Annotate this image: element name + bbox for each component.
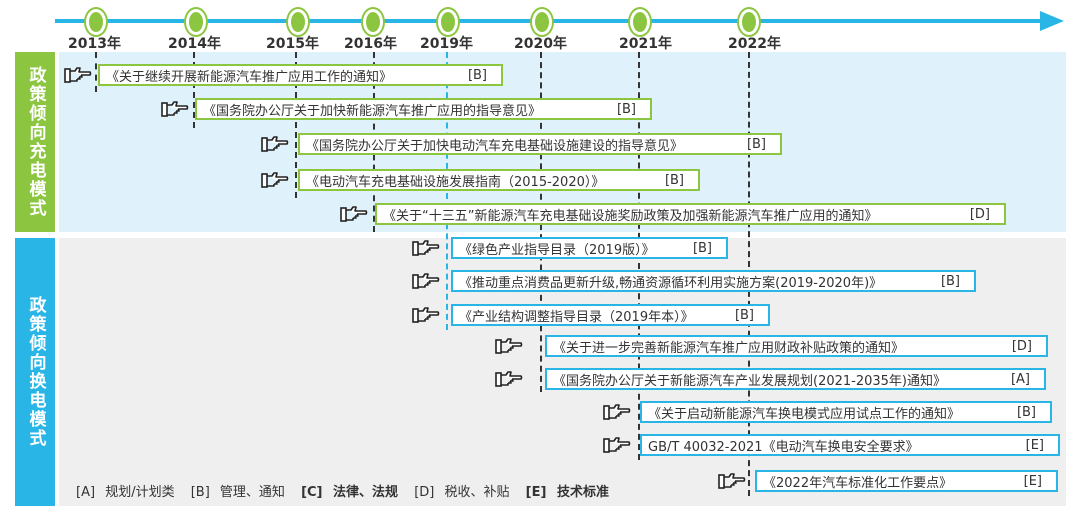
policy-item: 《关于启动新能源汽车换电模式应用试点工作的通知》 [B] (640, 401, 1052, 423)
legend-item-b: [B] 管理、通知 (190, 485, 285, 500)
circle-marker-icon (739, 9, 759, 35)
policy-item: 《国务院办公厅关于加快新能源汽车推广应用的指导意见》 [B] (195, 98, 652, 120)
circle-marker-icon (363, 9, 383, 35)
year-label: 2020年 (514, 36, 567, 52)
policy-item: 《电动汽车充电基础设施发展指南（2015-2020）》 [B] (298, 169, 700, 191)
policy-category-tag: [A] (1010, 371, 1030, 387)
policy-category-tag: [B] (940, 273, 960, 289)
policy-title: 《电动汽车充电基础设施发展指南（2015-2020）》 (306, 174, 605, 190)
policy-title: GB/T 40032-2021《电动汽车换电安全要求》 (648, 439, 919, 455)
pointing-hand-icon (603, 403, 631, 421)
pointing-hand-icon (412, 239, 440, 257)
pointing-hand-icon (412, 272, 440, 290)
pointing-hand-icon (495, 370, 523, 388)
policy-item: 《国务院办公厅关于加快电动汽车充电基础设施建设的指导意见》 [B] (298, 133, 782, 155)
policy-item: 《绿色产业指导目录（2019版）》 [B] (451, 237, 728, 259)
circle-marker-icon (532, 9, 552, 35)
timeline-arrow-icon (1040, 11, 1064, 31)
swapping-side-label: 政策倾向换电模式 (15, 238, 55, 506)
pointing-hand-icon (718, 472, 746, 490)
legend-item-d: [D] 税收、补贴 (414, 485, 510, 500)
policy-item: GB/T 40032-2021《电动汽车换电安全要求》 [E] (640, 434, 1060, 456)
year-guide-line (446, 52, 448, 330)
pointing-hand-icon (603, 436, 631, 454)
circle-marker-icon (288, 9, 308, 35)
year-guide-line (95, 52, 97, 92)
policy-item: 《关于“十三五”新能源汽车充电基础设施奖励政策及加强新能源汽车推广应用的通知》 [… (375, 203, 1006, 225)
policy-item: 《推动重点消费品更新升级,畅通资源循环利用实施方案(2019-2020年)》 [B… (451, 270, 976, 292)
legend-item-c: [C] 法律、法规 (301, 485, 399, 500)
circle-marker-icon (438, 9, 458, 35)
policy-item: 《关于进一步完善新能源汽车推广应用财政补贴政策的通知》 [D] (545, 335, 1048, 357)
pointing-hand-icon (261, 171, 289, 189)
policy-title: 《国务院办公厅关于新能源汽车产业发展规划(2021-2035年)通知》 (553, 373, 947, 389)
year-label: 2015年 (266, 36, 319, 52)
policy-category-tag: [B] (692, 240, 712, 256)
pointing-hand-icon (340, 205, 368, 223)
policy-item: 《国务院办公厅关于新能源汽车产业发展规划(2021-2035年)通知》 [A] (545, 368, 1046, 390)
policy-title: 《关于继续开展新能源汽车推广应用工作的通知》 (106, 69, 393, 85)
pointing-hand-icon (161, 100, 189, 118)
pointing-hand-icon (412, 306, 440, 324)
policy-item: 《产业结构调整指导目录（2019年本）》 [B] (451, 304, 770, 326)
year-label: 2013年 (68, 36, 121, 52)
circle-marker-icon (186, 9, 206, 35)
policy-title: 《关于“十三五”新能源汽车充电基础设施奖励政策及加强新能源汽车推广应用的通知》 (383, 208, 878, 224)
year-label: 2014年 (168, 36, 221, 52)
policy-category-tag: [B] (1016, 404, 1036, 420)
policy-title: 《关于启动新能源汽车换电模式应用试点工作的通知》 (648, 406, 961, 422)
policy-title: 《推动重点消费品更新升级,畅通资源循环利用实施方案(2019-2020年)》 (459, 275, 883, 291)
policy-category-tag: [D] (969, 206, 990, 222)
policy-category-tag: [B] (616, 101, 636, 117)
policy-category-tag: [B] (664, 172, 684, 188)
policy-category-tag: [E] (1025, 437, 1044, 453)
year-label: 2022年 (728, 36, 781, 52)
legend-item-a: [A] 规划/计划类 (76, 485, 175, 500)
pointing-hand-icon (495, 337, 523, 355)
policy-title: 《绿色产业指导目录（2019版）》 (459, 242, 655, 258)
policy-category-tag: [D] (1011, 338, 1032, 354)
policy-title: 《关于进一步完善新能源汽车推广应用财政补贴政策的通知》 (553, 340, 905, 356)
year-label: 2021年 (619, 36, 672, 52)
policy-title: 《国务院办公厅关于加快电动汽车充电基础设施建设的指导意见》 (306, 138, 684, 154)
pointing-hand-icon (261, 135, 289, 153)
policy-category-tag: [B] (734, 307, 754, 323)
charging-side-label: 政策倾向充电模式 (15, 52, 55, 232)
year-guide-line (193, 52, 195, 128)
pointing-hand-icon (64, 66, 92, 84)
policy-item: 《2022年汽车标准化工作要点》 [E] (755, 470, 1058, 492)
year-label: 2019年 (420, 36, 473, 52)
year-guide-line (295, 52, 297, 198)
policy-title: 《国务院办公厅关于加快新能源汽车推广应用的指导意见》 (203, 103, 542, 119)
policy-title: 《产业结构调整指导目录（2019年本）》 (459, 309, 694, 325)
legend: [A] 规划/计划类 [B] 管理、通知 [C] 法律、法规 [D] 税收、补贴… (76, 481, 621, 500)
legend-item-e: [E] 技术标准 (525, 485, 609, 500)
policy-category-tag: [B] (746, 136, 766, 152)
policy-title: 《2022年汽车标准化工作要点》 (763, 475, 953, 491)
policy-category-tag: [E] (1023, 473, 1042, 489)
policy-item: 《关于继续开展新能源汽车推广应用工作的通知》 [B] (98, 64, 503, 86)
policy-category-tag: [B] (467, 67, 487, 83)
circle-marker-icon (86, 9, 106, 35)
circle-marker-icon (630, 9, 650, 35)
year-label: 2016年 (344, 36, 397, 52)
